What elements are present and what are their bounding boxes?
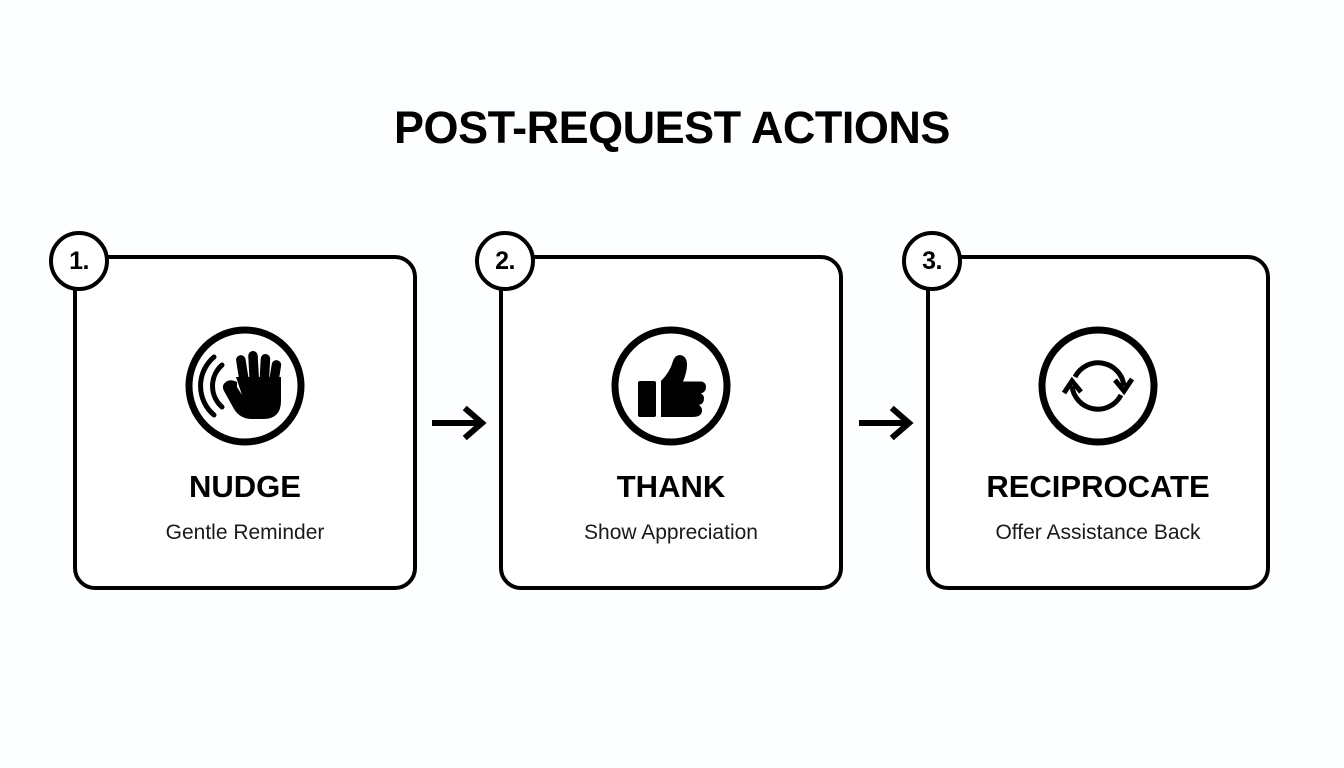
step-number-badge-3: 3. <box>902 231 962 291</box>
step-number-badge-2: 2. <box>475 231 535 291</box>
arrow-right-icon-2 <box>858 403 918 443</box>
cycle-arrows-icon <box>1037 325 1159 447</box>
step-subtitle-1: Gentle Reminder <box>165 521 325 544</box>
step-number-badge-1: 1. <box>49 231 109 291</box>
step-card-thank[interactable]: 2. THANK Show Appreciation <box>475 231 843 590</box>
page-title: POST-REQUEST ACTIONS <box>394 102 950 153</box>
arrow-right-icon-1 <box>431 403 491 443</box>
process-flow: 1. NUDGE Gentle <box>49 231 1270 590</box>
step-subtitle-3: Offer Assistance Back <box>995 521 1201 544</box>
step-card-reciprocate[interactable]: 3. RECIPROCATE Offer Assistance Back <box>902 231 1270 590</box>
step-subtitle-2: Show Appreciation <box>584 521 758 544</box>
thumbs-up-icon <box>610 325 732 447</box>
step-title-1: NUDGE <box>189 469 301 504</box>
step-title-3: RECIPROCATE <box>986 469 1210 504</box>
step-card-nudge[interactable]: 1. NUDGE Gentle <box>49 231 417 590</box>
waving-hand-icon <box>184 325 306 447</box>
step-title-2: THANK <box>616 469 726 504</box>
